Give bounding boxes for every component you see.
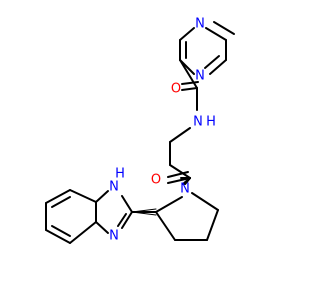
bond [213, 21, 235, 35]
bond [155, 211, 176, 241]
bond [179, 27, 195, 41]
bond [69, 221, 97, 244]
bond [121, 211, 133, 229]
pyrazine-n-mid: N [195, 69, 205, 84]
bond [181, 81, 199, 85]
bond [205, 27, 227, 41]
bond [45, 229, 71, 244]
bond [209, 59, 227, 75]
bond [51, 196, 71, 208]
bond [51, 225, 71, 237]
bond [45, 189, 71, 204]
pyrazine-n-top: N [195, 17, 205, 32]
bond [131, 208, 157, 213]
imidazole-nh-nitrogen: N [109, 180, 119, 195]
atom-labels: N N O N H O N H N N [109, 17, 216, 244]
imidazole-nh-hydrogen: H [115, 167, 125, 182]
bond [169, 127, 191, 143]
bond [117, 213, 127, 227]
bond [167, 171, 189, 178]
amide-hydrogen: H [206, 115, 216, 130]
bond [191, 192, 219, 211]
ketone-oxygen: O [151, 173, 161, 188]
bond [155, 196, 183, 213]
bonds [45, 21, 235, 244]
bond [204, 55, 220, 69]
amide-nitrogen: N [193, 115, 203, 130]
imidazole-nitrogen: N [109, 229, 119, 244]
molecule-diagram: N N O N H O N H N N [45, 17, 235, 244]
amide-oxygen: O [171, 82, 181, 97]
pyrrolidine-nitrogen: N [180, 182, 190, 197]
bond [184, 177, 191, 185]
bond [95, 221, 109, 234]
bond [169, 164, 191, 179]
bond [69, 189, 97, 203]
bond [206, 209, 219, 241]
bond [181, 87, 198, 91]
structure-svg: N N O N H O N H N N [45, 17, 235, 244]
bond [131, 211, 157, 216]
bond [121, 195, 133, 213]
bond [95, 190, 109, 203]
